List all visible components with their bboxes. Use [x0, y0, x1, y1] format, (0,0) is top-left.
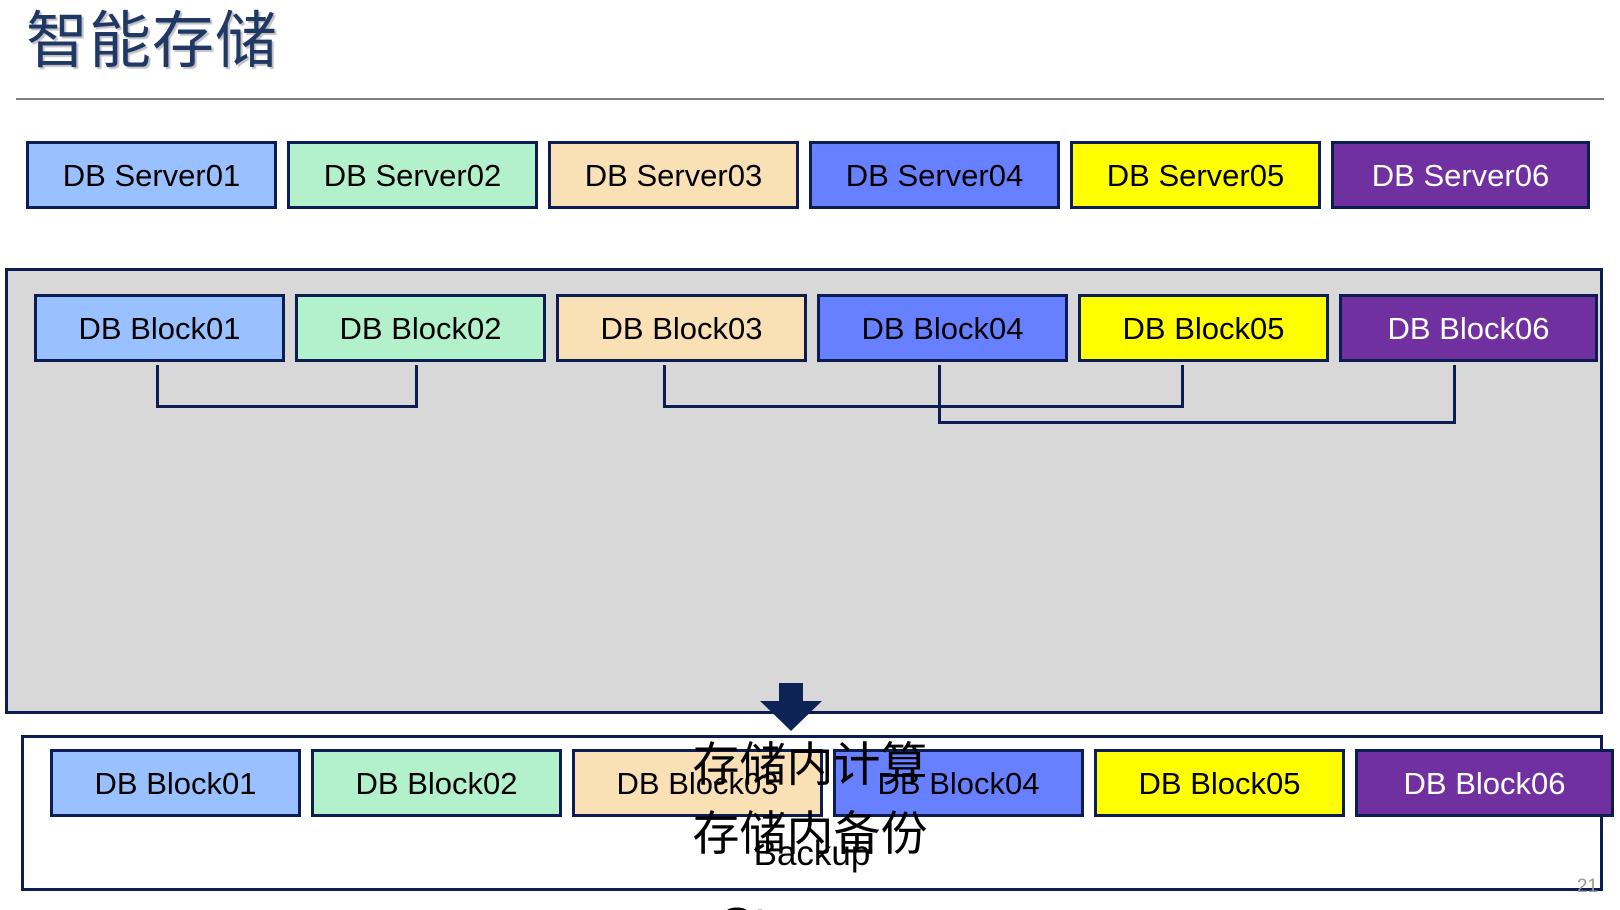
bracket-block03-block05-right-leg — [1181, 365, 1184, 405]
db-block-primary-4[interactable]: DB Block04 — [817, 294, 1068, 362]
db-server-box-2[interactable]: DB Server02 — [287, 141, 538, 209]
db-block-backup-2[interactable]: DB Block02 — [311, 749, 562, 817]
db-block-primary-5[interactable]: DB Block05 — [1078, 294, 1329, 362]
bracket-block01-block02-left-leg — [156, 365, 159, 405]
db-block-backup-1[interactable]: DB Block01 — [50, 749, 301, 817]
db-server-box-3[interactable]: DB Server03 — [548, 141, 799, 209]
db-server-box-5[interactable]: DB Server05 — [1070, 141, 1321, 209]
db-block-primary-1[interactable]: DB Block01 — [34, 294, 285, 362]
db-block-backup-5[interactable]: DB Block05 — [1094, 749, 1345, 817]
db-block-backup-4[interactable]: DB Block04 — [833, 749, 1084, 817]
page-number: 21 — [1576, 876, 1598, 897]
arrow-stem — [779, 683, 803, 705]
bracket-block01-block02-right-leg — [415, 365, 418, 405]
bracket-block04-block06-cross-bar — [938, 421, 1456, 424]
db-block-backup-3[interactable]: DB Block03 — [572, 749, 823, 817]
arrow-head — [760, 701, 822, 731]
bracket-block04-block06-right-leg — [1453, 365, 1456, 421]
db-block-primary-3[interactable]: DB Block03 — [556, 294, 807, 362]
caption-line-2: 存储内备份 — [692, 807, 928, 860]
db-server-box-4[interactable]: DB Server04 — [809, 141, 1060, 209]
db-block-primary-2[interactable]: DB Block02 — [295, 294, 546, 362]
bracket-block04-block06-left-leg — [938, 365, 941, 421]
bracket-block03-block05-cross-bar — [663, 405, 1184, 408]
title-divider — [16, 98, 1604, 100]
backup-label: Backup — [753, 834, 871, 873]
db-block-backup-6[interactable]: DB Block06 — [1355, 749, 1614, 817]
down-arrow-icon — [760, 683, 822, 731]
storage-label: Storage — [8, 897, 1606, 910]
db-server-box-6[interactable]: DB Server06 — [1331, 141, 1590, 209]
caption-line-1: 存储内计算 — [692, 738, 928, 791]
bracket-block03-block05-left-leg — [663, 365, 666, 405]
bracket-block01-block02-cross-bar — [156, 405, 418, 408]
page-title: 智能存储 — [26, 7, 279, 76]
db-server-box-1[interactable]: DB Server01 — [26, 141, 277, 209]
db-block-primary-6[interactable]: DB Block06 — [1339, 294, 1598, 362]
